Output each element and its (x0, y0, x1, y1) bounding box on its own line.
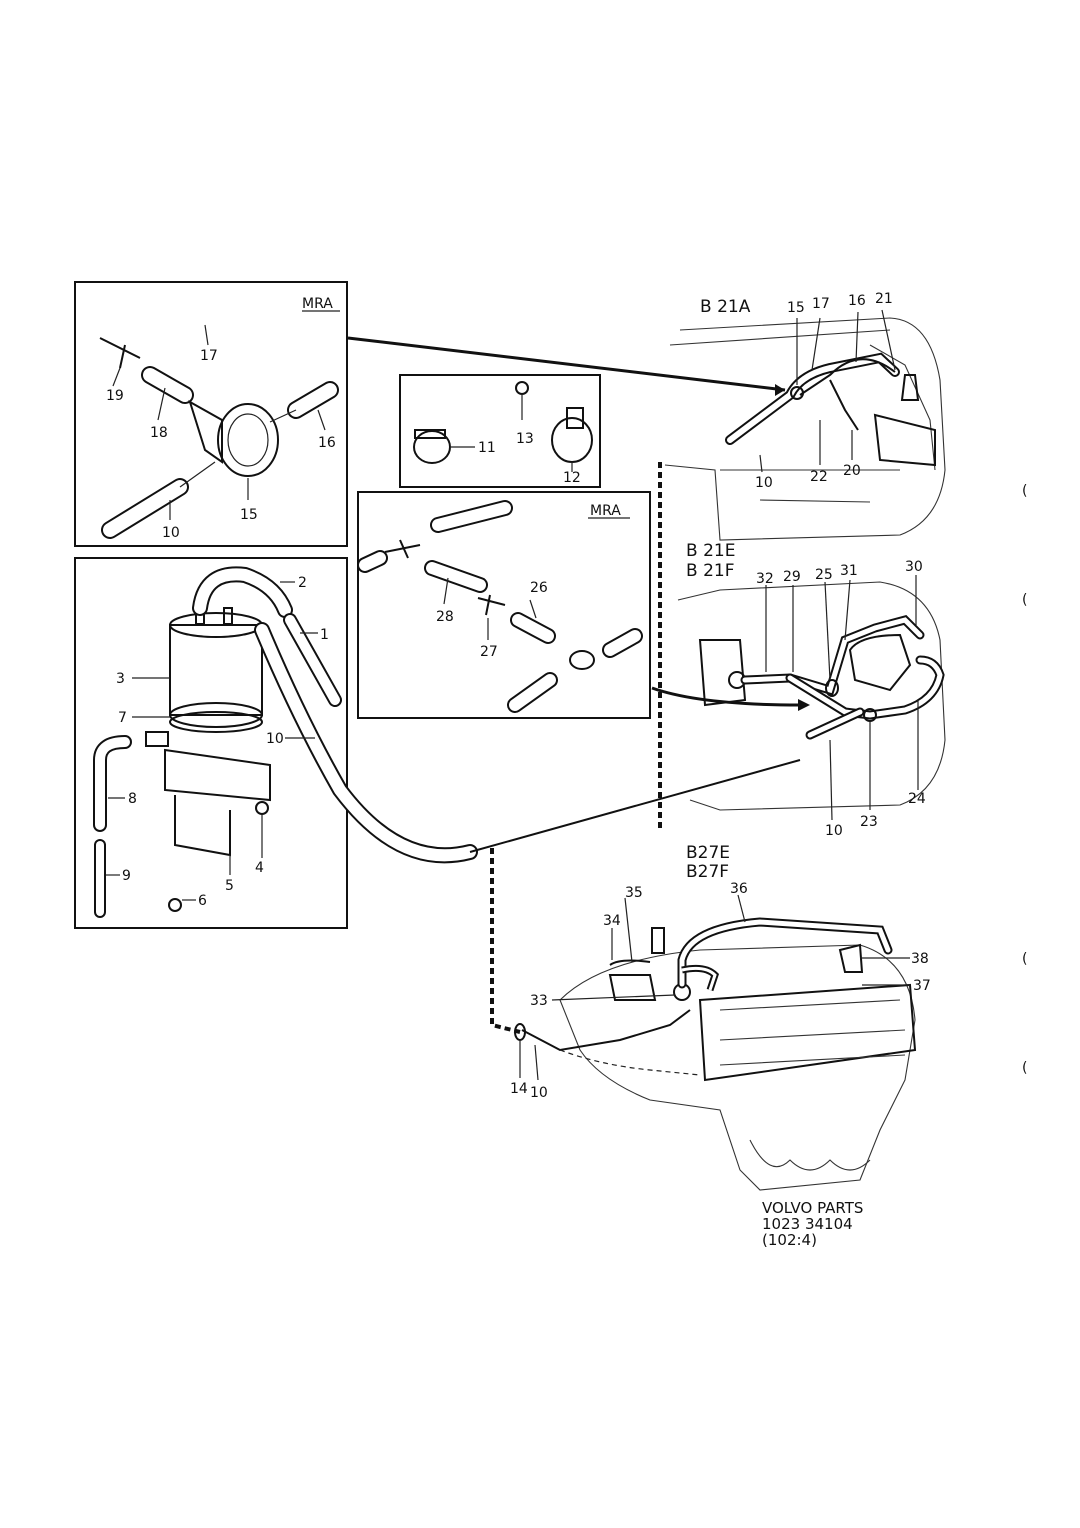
callout-7: 7 (118, 710, 127, 726)
engine-b27ef: B27E B27F 35 36 34 38 37 33 14 10 (510, 843, 931, 1191)
callout-30: 30 (905, 559, 923, 575)
callout-33: 33 (530, 993, 548, 1009)
bracket-5 (164, 748, 271, 802)
screw-13 (515, 381, 529, 395)
callout-b21e-10: 10 (825, 823, 843, 839)
callout-14: 14 (510, 1081, 528, 1097)
margin-mark-2: ( (1022, 592, 1027, 608)
callout-17: 17 (200, 348, 218, 364)
callout-b27-10: 10 (530, 1085, 548, 1101)
engine-label-b21e: B 21E (686, 541, 735, 561)
footer-line-1: VOLVO PARTS (762, 1199, 863, 1217)
margin-mark-4: ( (1022, 1060, 1027, 1076)
screw-6 (168, 898, 182, 912)
tee-27 (477, 594, 506, 616)
callout-b21a-20: 20 (843, 463, 861, 479)
callout-37: 37 (913, 978, 931, 994)
callout-12: 12 (563, 470, 581, 486)
callout-13: 13 (516, 431, 534, 447)
panel-badge-mra-2: MRA (590, 503, 621, 519)
engine-label-b21f: B 21F (686, 561, 734, 581)
panel-canister: 2 1 3 7 10 8 4 5 9 6 (74, 557, 478, 929)
arrow-b21e (651, 686, 801, 707)
callout-3: 3 (116, 671, 125, 687)
callout-b21a-10: 10 (755, 475, 773, 491)
engine-label-b27f: B27F (686, 862, 729, 882)
panel-mra-top: MRA 17 19 18 16 15 10 (74, 281, 348, 547)
callout-2: 2 (298, 575, 307, 591)
margin-mark-3: ( (1022, 951, 1027, 967)
callout-6: 6 (198, 893, 207, 909)
connector-line (347, 336, 786, 392)
callout-38: 38 (911, 951, 929, 967)
callout-19: 19 (106, 388, 124, 404)
footer-line-2: 1023 34104 (762, 1215, 853, 1233)
screw-4 (255, 801, 269, 815)
callout-23: 23 (860, 814, 878, 830)
callout-11: 11 (478, 440, 496, 456)
panel-mra-mid: MRA 28 26 27 (357, 491, 651, 719)
callout-26: 26 (530, 580, 548, 596)
footer-part-number: VOLVO PARTS 1023 34104 (102:4) (762, 1199, 863, 1249)
callout-b21a-16: 16 (848, 293, 866, 309)
panel-clamps: 11 13 12 (399, 374, 601, 488)
callout-16: 16 (318, 435, 336, 451)
callout-4: 4 (255, 860, 264, 876)
callout-b21a-17: 17 (812, 296, 830, 312)
valve-15 (217, 403, 279, 477)
callout-25: 25 (815, 567, 833, 583)
callout-29: 29 (783, 569, 801, 585)
ring-7 (169, 711, 263, 733)
callout-10: 10 (162, 525, 180, 541)
callout-9: 9 (122, 868, 131, 884)
clamp-12 (551, 417, 593, 463)
engine-b21ef: B 21E B 21F 32 29 25 31 30 10 23 24 (677, 541, 946, 839)
callout-b21a-21: 21 (875, 291, 893, 307)
callout-31: 31 (840, 563, 858, 579)
engine-label-b27e: B27E (686, 843, 730, 863)
callout-b21a-15: 15 (787, 300, 805, 316)
callout-27: 27 (480, 644, 498, 660)
callout-28: 28 (436, 609, 454, 625)
callout-36: 36 (730, 881, 748, 897)
callout-15: 15 (240, 507, 258, 523)
engine-label-b21a: B 21A (700, 297, 751, 317)
callout-24: 24 (908, 791, 926, 807)
panel-badge-mra: MRA (302, 296, 333, 312)
callout-18: 18 (150, 425, 168, 441)
margin-mark-1: ( (1022, 483, 1027, 499)
callout-b21a-22: 22 (810, 469, 828, 485)
callout-5: 5 (225, 878, 234, 894)
callout-32: 32 (756, 571, 774, 587)
callout-10b: 10 (266, 731, 284, 747)
engine-b21a: B 21A 15 17 16 21 10 22 20 (664, 291, 946, 541)
footer-line-3: (102:4) (762, 1231, 817, 1249)
dashed-link-2 (490, 848, 521, 1034)
callout-1: 1 (320, 627, 329, 643)
callout-8: 8 (128, 791, 137, 807)
canister-3 (169, 624, 263, 716)
callout-35: 35 (625, 885, 643, 901)
callout-34: 34 (603, 913, 621, 929)
nipple-19 (99, 337, 141, 359)
